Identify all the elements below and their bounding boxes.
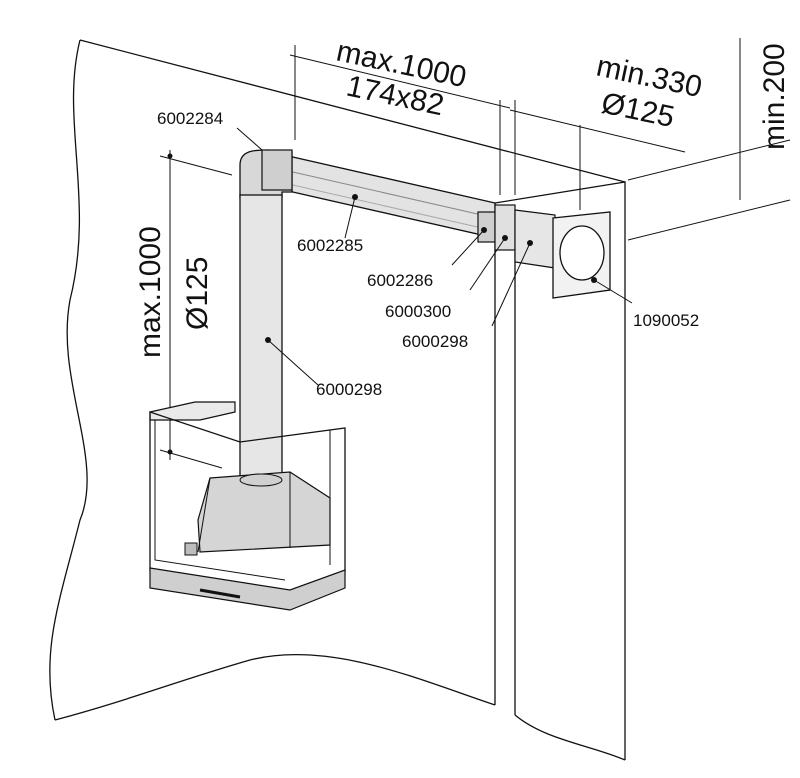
label-flat-duct: 6002285 [297,236,363,255]
ceiling-back-edge [79,39,626,183]
dim-vertical-diameter: Ø125 [181,257,214,330]
label-wall-grille: 1090052 [633,311,699,330]
ceiling-wavy-bottom [54,653,496,721]
wall-top-edge [494,181,626,760]
floor-wavy-edge [514,714,626,761]
label-adapter: 6002286 [367,271,433,290]
flat-duct [261,149,496,239]
wall-grille [552,211,611,299]
vertical-round-duct [239,194,283,487]
label-round-duct-vertical: 6000298 [316,380,382,399]
elbow-fitting [239,149,358,200]
part-labels: 6002284 6002285 6002286 6000300 6000298 … [157,109,699,399]
leader-lines [236,127,633,386]
dim-ceiling-min: min.200 [758,43,791,150]
label-wall-sleeve: 6000300 [385,302,451,321]
wall-adapter [477,204,556,269]
dim-vertical-max: max.1000 [134,226,167,358]
range-hood [149,401,346,611]
ceiling-left-edge [49,39,88,721]
label-elbow: 6002284 [157,109,223,128]
label-round-duct-wall: 6000298 [402,332,468,351]
room-outline [49,39,626,761]
